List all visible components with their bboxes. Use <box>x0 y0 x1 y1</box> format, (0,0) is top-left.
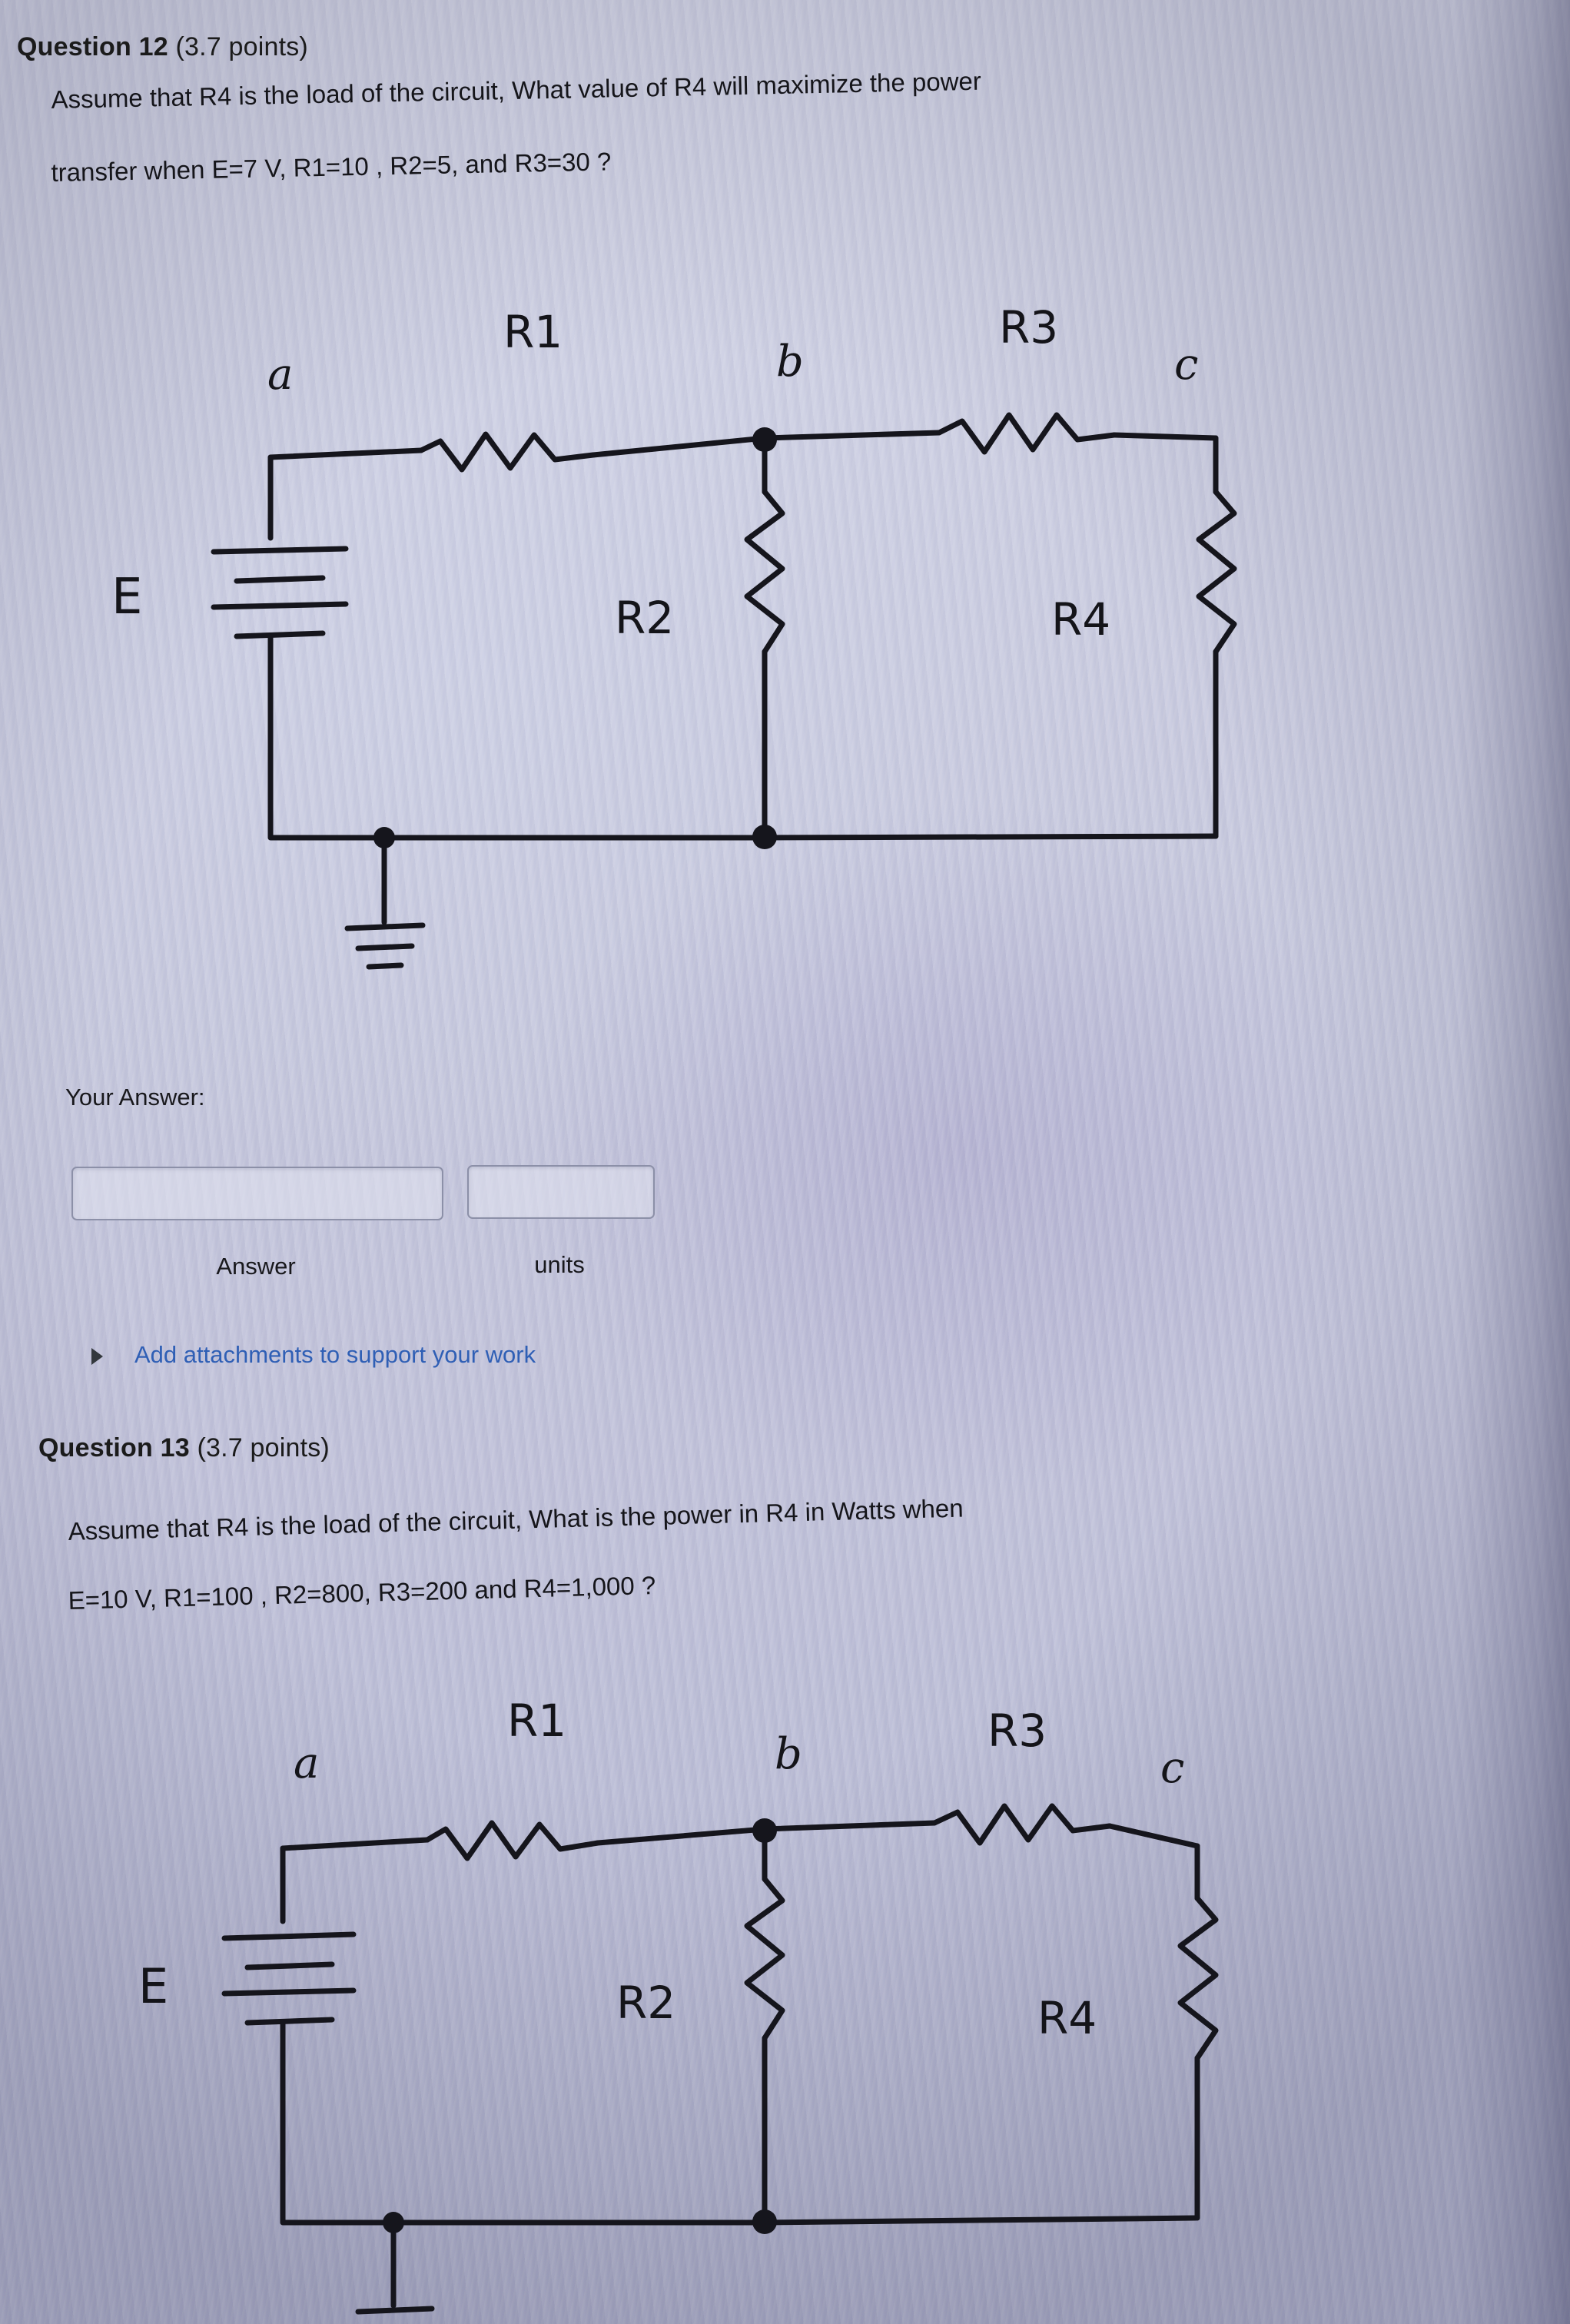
resistor-label-r1: R1 <box>503 306 563 358</box>
page-edge-shadow <box>1455 0 1570 2324</box>
question-13-heading: Question 13 (3.7 points) <box>38 1433 330 1463</box>
question-13-body-line-2: E=10 V, R1=100 , R2=800, R3=200 and R4=1… <box>68 1570 656 1615</box>
resistor-label-r2: R2 <box>616 1977 676 2029</box>
question-12-heading: Question 12 (3.7 points) <box>17 32 308 62</box>
question-12-points: (3.7 points) <box>175 32 308 61</box>
add-attachments-link[interactable]: Add attachments to support your work <box>134 1341 536 1368</box>
node-label-a: a <box>294 1738 320 1788</box>
question-12-number: Question 12 <box>17 32 168 61</box>
resistor-label-r3: R3 <box>999 301 1059 354</box>
resistor-label-r1: R1 <box>507 1695 567 1747</box>
question-13-points: (3.7 points) <box>197 1433 330 1462</box>
source-label-e: E <box>138 1958 169 2014</box>
node-label-a: a <box>267 350 294 400</box>
answer-input-caption: Answer <box>216 1253 296 1280</box>
resistor-label-r4: R4 <box>1037 1992 1097 2044</box>
question-13-body-line-1: Assume that R4 is the load of the circui… <box>68 1493 964 1545</box>
circuit-diagram-question-12: R1 R3 a b c E R2 R4 <box>0 0 1570 1014</box>
your-answer-label: Your Answer: <box>65 1084 205 1111</box>
source-label-e: E <box>111 569 143 626</box>
units-input-caption: units <box>534 1251 585 1278</box>
circuit-diagram-question-13: R1 R3 a b c E R2 R4 <box>0 1645 1570 2324</box>
answer-input[interactable] <box>71 1167 443 1220</box>
resistor-label-r4: R4 <box>1051 593 1111 646</box>
node-label-c: c <box>1160 1743 1185 1793</box>
resistor-label-r3: R3 <box>987 1705 1047 1757</box>
node-label-b: b <box>775 1729 802 1779</box>
question-13-number: Question 13 <box>38 1433 190 1462</box>
circuit-diagram-1-svg <box>211 412 1237 970</box>
circuit-diagram-2-svg <box>221 1803 1219 2315</box>
resistor-label-r2: R2 <box>615 592 675 644</box>
triangle-right-icon[interactable] <box>91 1348 103 1365</box>
units-input[interactable] <box>467 1165 655 1219</box>
node-label-b: b <box>776 337 804 387</box>
node-label-c: c <box>1174 340 1199 390</box>
